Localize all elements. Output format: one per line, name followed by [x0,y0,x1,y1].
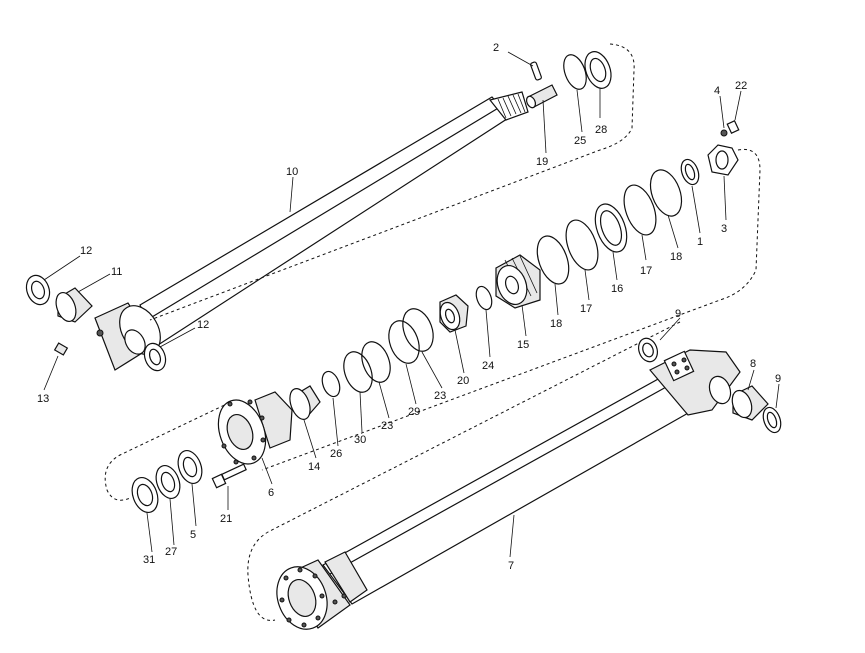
washer-28 [584,51,612,89]
collar-20 [439,294,469,333]
seal-12-left [25,274,51,306]
callout-label: 12 [197,319,210,331]
callout-label: 3 [721,223,728,235]
callout-label: 29 [408,406,421,418]
callout-label: 14 [308,461,321,473]
callout-label: 9 [775,373,782,385]
callout-label: 25 [574,135,587,147]
set-screw-22 [726,119,740,135]
callout-label: 8 [750,358,757,370]
seal-30 [343,351,373,393]
cylinder-tube [276,349,741,630]
callout-label: 20 [457,375,470,387]
callout-label: 27 [165,546,178,558]
seal-9-upper [637,337,659,363]
piston-rod [94,91,529,371]
leader-lines [43,51,780,558]
callout-label: 31 [143,554,156,566]
ring-26 [321,370,341,398]
piston-15 [495,254,541,309]
seal-18-lower [536,235,570,285]
callout-label: 21 [220,513,233,525]
seal-23-upper [402,308,434,352]
callout-label: 13 [37,393,50,405]
bushing-8 [731,385,769,421]
callout-label: 18 [550,318,563,330]
seal-17-upper [623,184,657,236]
nut-19 [525,84,558,109]
locknut-3 [707,144,739,176]
seal-5 [177,449,203,485]
grease-nipple-13 [53,342,69,356]
callout-label: 22 [735,80,748,92]
callout-label: 30 [354,434,367,446]
callout-label: 11 [111,266,123,278]
callout-label: 12 [80,245,93,257]
callout-label: 15 [517,339,530,351]
callout-label: 26 [330,448,343,460]
pin-2 [530,61,542,81]
seal-17-lower [565,219,599,271]
assembly-guide-upper [149,43,635,321]
o-ring-24 [475,285,493,311]
callout-label: 7 [508,560,515,572]
callout-label: 17 [580,303,593,315]
seal-23-lower [361,341,391,383]
callout-label: 16 [611,283,624,295]
seal-12-right [143,342,167,372]
snap-ring-25 [563,54,587,90]
seal-9-lower [762,406,782,434]
callout-label: 28 [595,124,608,136]
callout-label: 24 [482,360,495,372]
grease-fitting-4 [720,129,728,137]
bolt-21 [211,463,247,489]
callout-label: 2 [493,42,500,54]
callout-label: 17 [640,265,653,277]
bushing-11 [55,287,93,323]
bushing-14 [289,385,321,420]
callout-label: 10 [286,166,299,178]
callout-label: 19 [536,156,549,168]
callout-label: 1 [697,236,704,248]
seal-27 [155,464,181,500]
assembly-guide-middle [261,148,761,471]
callout-label: 23 [434,390,447,402]
rod-cover-6 [217,391,293,465]
wear-ring-16 [594,203,628,253]
seal-29 [388,320,420,364]
assembly-guide-left [104,399,236,501]
ring-1 [680,158,700,186]
callout-label: 5 [190,529,197,541]
callout-label: 4 [714,85,721,97]
callout-label: 6 [268,487,275,499]
callout-label: 18 [670,251,683,263]
callout-label: 9 [675,308,682,320]
callout-label: 23 [381,420,394,432]
assembly-guide-lower [247,321,681,621]
seal-18-upper [649,169,683,217]
